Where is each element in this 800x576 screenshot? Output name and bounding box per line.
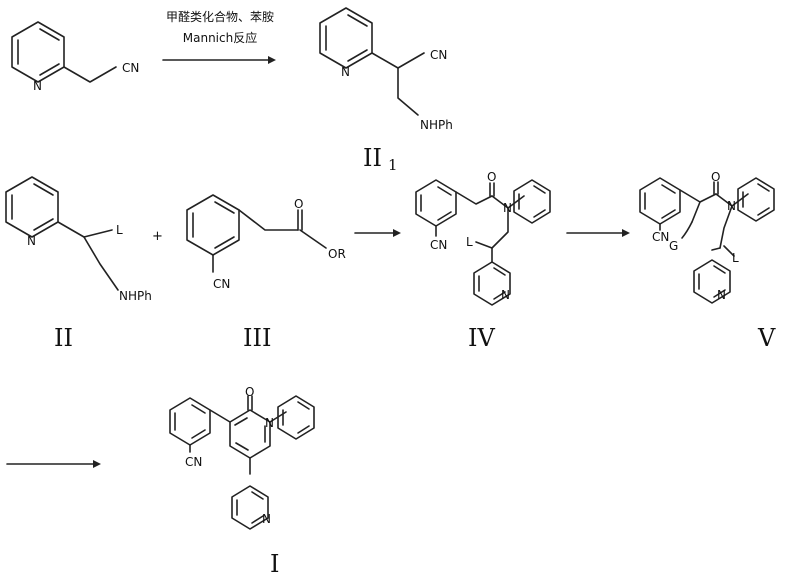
reaction-arrow-4 (6, 460, 101, 468)
compound-label-V: V (757, 324, 776, 352)
compound-label-II1: II (363, 144, 382, 172)
reaction-arrow-1 (162, 56, 276, 64)
atom-o-carbonyl: O (245, 385, 254, 399)
atom-l: L (732, 251, 739, 265)
atom-cn: CN (213, 277, 230, 291)
atom-n-pyridone: N (265, 416, 274, 430)
atom-n-pyridine: N (717, 288, 726, 302)
atom-cn: CN (185, 455, 202, 469)
compound-label-II: II (54, 324, 73, 352)
atom-cn: CN (430, 48, 447, 62)
reaction-arrow-3 (566, 229, 630, 237)
compound-V-structure: O N G L N CN (639, 170, 775, 304)
plus-sign: + (152, 229, 163, 244)
compound-label-I: I (270, 550, 279, 576)
pyridylacetonitrile-structure: N CN (11, 21, 139, 93)
atom-nhph: NHPh (420, 118, 453, 132)
compound-label-II1-subscript: 1 (388, 156, 398, 174)
atom-n-amide: N (503, 201, 512, 215)
atom-n-pyridine: N (33, 79, 42, 93)
atom-n-pyridine: N (501, 288, 510, 302)
compound-II-structure: N L NHPh (5, 176, 152, 303)
atom-cn: CN (122, 61, 139, 75)
compound-II1-structure: N CN NHPh (319, 7, 453, 132)
atom-l: L (116, 223, 123, 237)
compound-III-structure: O OR CN (186, 194, 346, 291)
atom-o-carbonyl: O (487, 170, 496, 184)
atom-n-pyridine: N (262, 512, 271, 526)
reagent-label-top: 甲醛类化合物、苯胺 (166, 9, 274, 24)
atom-cn: CN (430, 238, 447, 252)
compound-label-III: III (243, 324, 271, 352)
atom-n-pyridine: N (341, 65, 350, 79)
atom-o-carbonyl: O (294, 197, 303, 211)
atom-o-carbonyl: O (711, 170, 720, 184)
atom-n-amide: N (727, 199, 736, 213)
atom-g: G (669, 239, 678, 253)
atom-n-pyridine: N (27, 234, 36, 248)
compound-label-IV: IV (468, 324, 495, 352)
compound-IV-structure: O N L N CN (415, 170, 551, 306)
compound-I-structure: O N N CN (169, 385, 315, 530)
reagent-label-bottom: Mannich反应 (183, 30, 257, 45)
atom-or: OR (328, 247, 346, 261)
atom-nhph: NHPh (119, 289, 152, 303)
reaction-arrow-2 (354, 229, 401, 237)
atom-cn: CN (652, 230, 669, 244)
atom-l: L (466, 235, 473, 249)
